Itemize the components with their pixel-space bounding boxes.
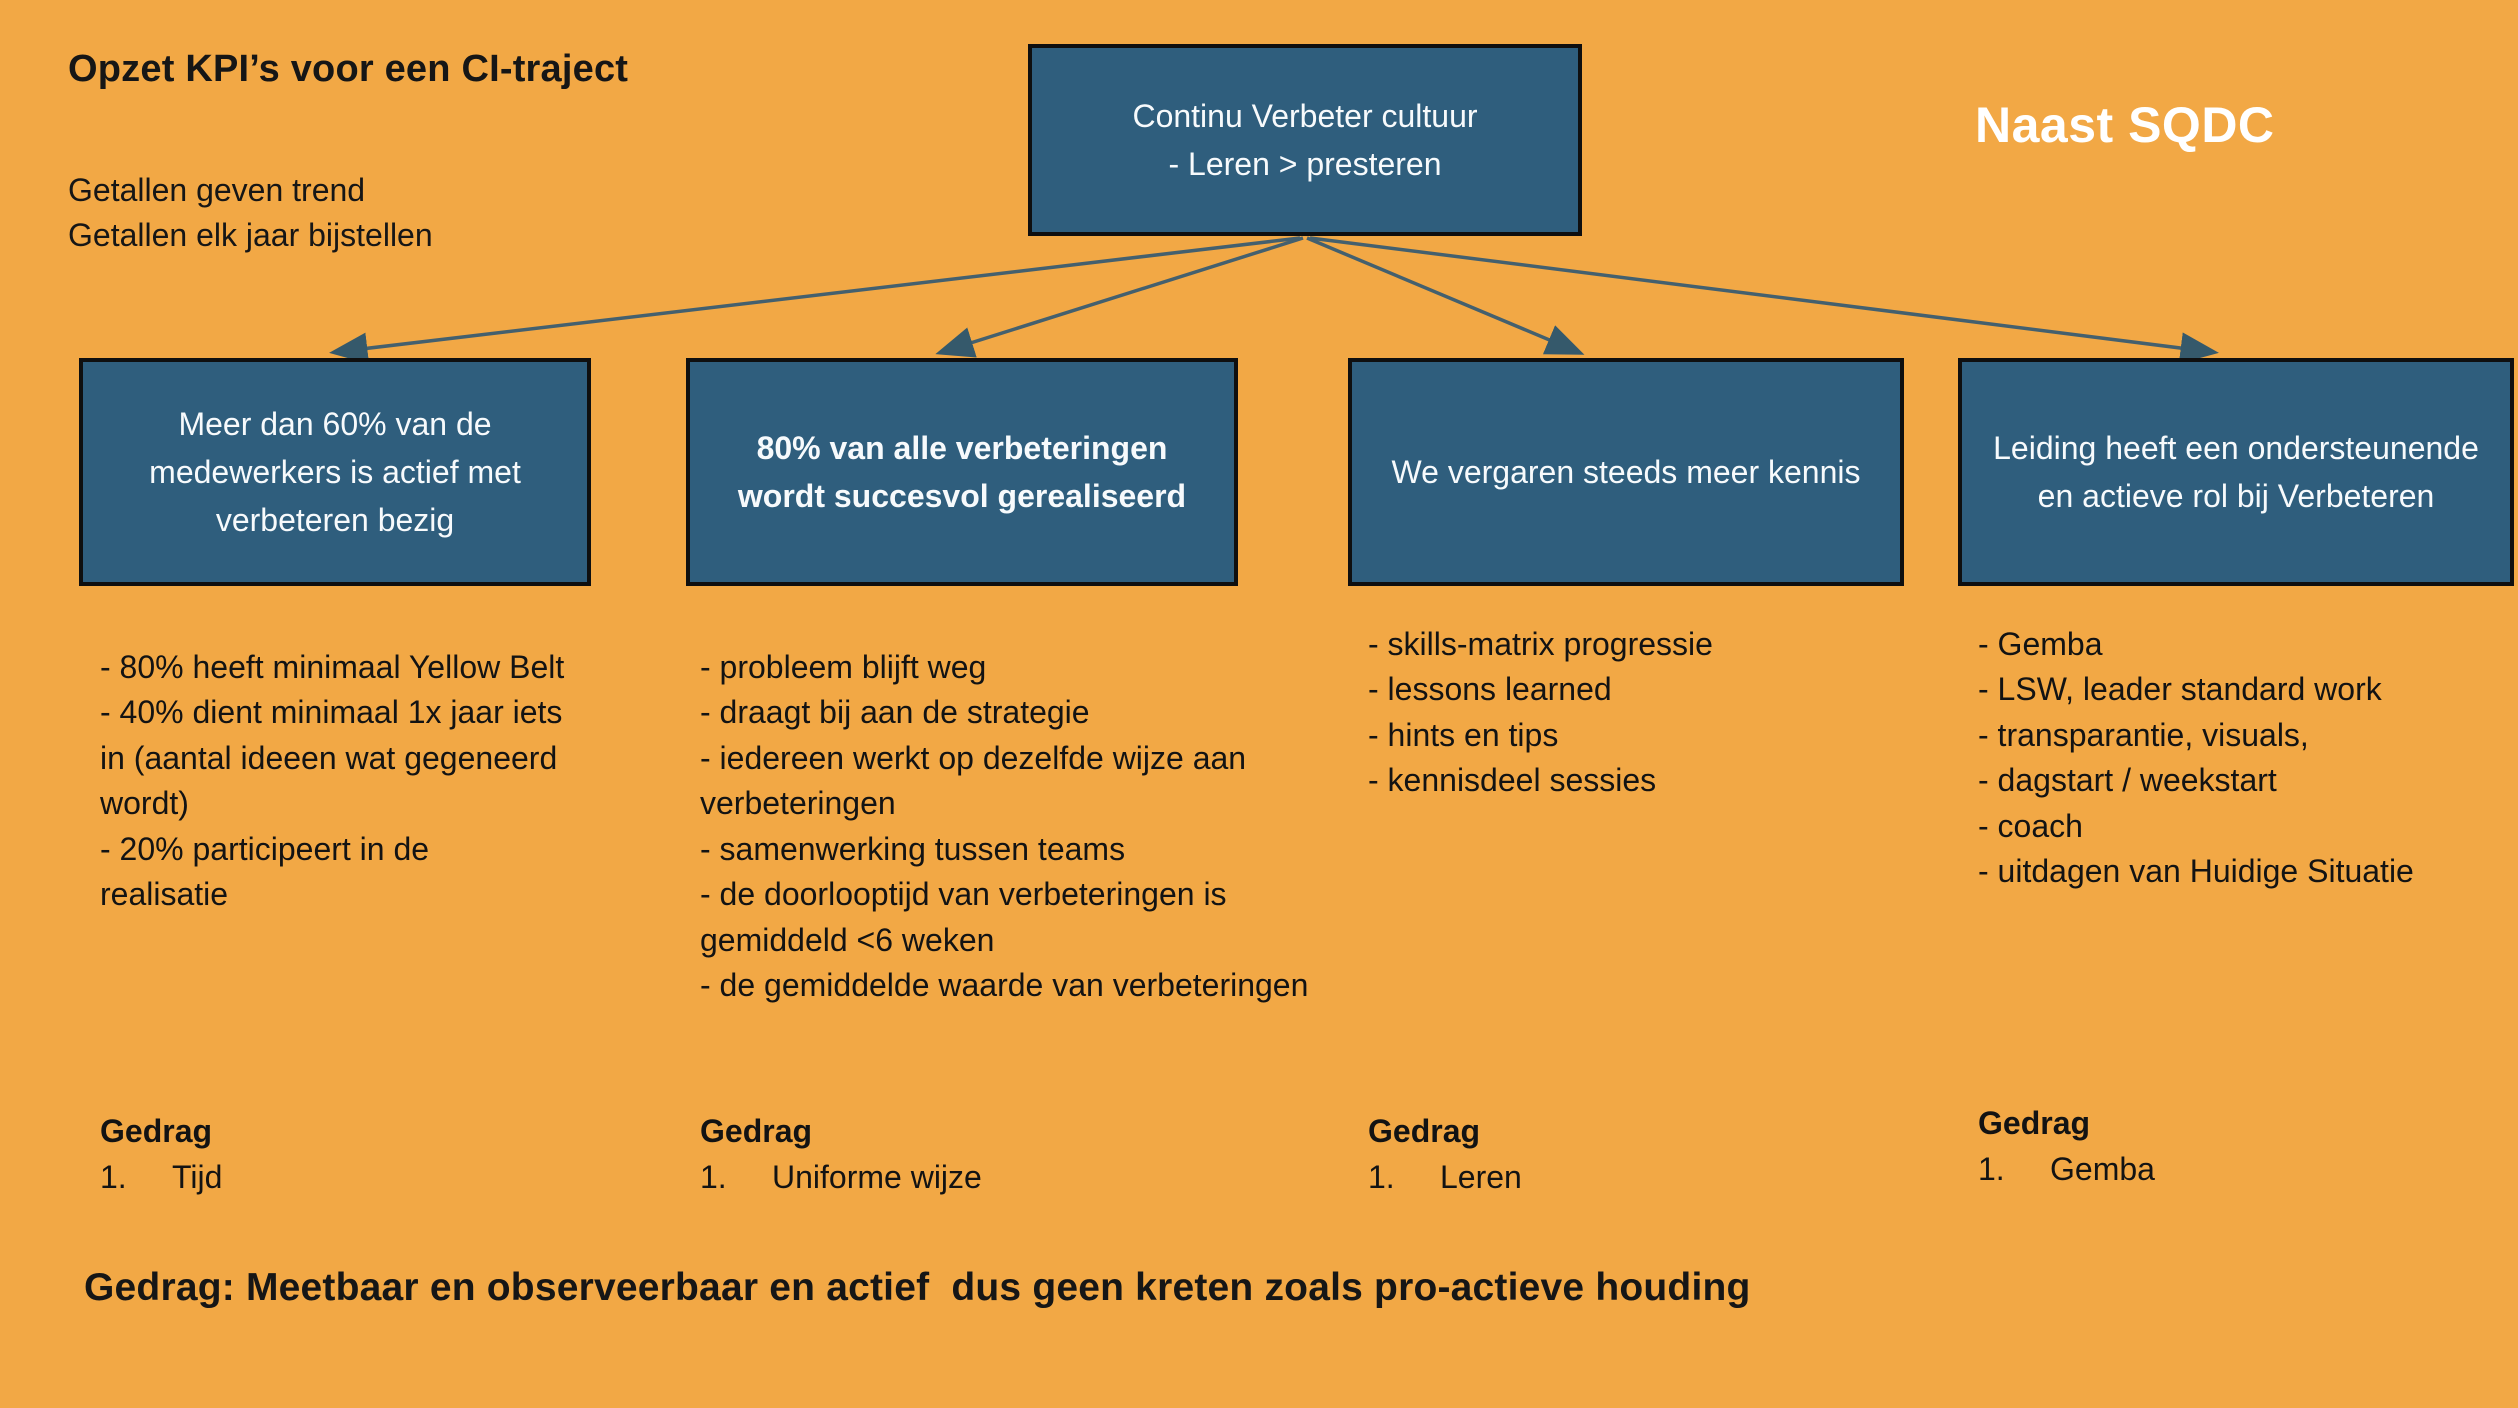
root-box-text: Continu Verbeter cultuur - Leren > prest… xyxy=(1132,92,1477,188)
arrow-to-box-2 xyxy=(935,236,1304,358)
bullet-item: - 20% participeert in de realisatie xyxy=(100,830,430,913)
bullet-item: - probleem blijft weg xyxy=(700,649,987,685)
bullet-list-3: - skills-matrix progressie - lessons lea… xyxy=(1368,622,1958,804)
kpi-box-4-label: Leiding heeft een ondersteunende en acti… xyxy=(1993,430,2479,514)
root-box-continu-verbeter-cultuur: Continu Verbeter cultuur - Leren > prest… xyxy=(1028,44,1582,236)
gedrag-item-row: 1. Leren xyxy=(1368,1154,1522,1200)
slide-subtitle: Getallen geven trend Getallen elk jaar b… xyxy=(68,168,433,258)
bullet-item: - 40% dient minimaal 1x jaar iets in (aa… xyxy=(100,694,563,822)
gedrag-block-1: Gedrag 1. Tijd xyxy=(100,1108,222,1201)
gedrag-block-3: Gedrag 1. Leren xyxy=(1368,1108,1522,1201)
gedrag-item-label: Uniforme wijze xyxy=(772,1159,982,1196)
subtitle-line-1: Getallen geven trend xyxy=(68,172,366,208)
bullet-item: - kennisdeel sessies xyxy=(1368,762,1657,799)
bullet-list-4: - Gemba - LSW, leader standard work - tr… xyxy=(1978,622,2518,895)
kpi-box-3-label: We vergaren steeds meer kennis xyxy=(1391,454,1861,490)
gedrag-block-4: Gedrag 1. Gemba xyxy=(1978,1100,2155,1193)
bullet-item: - iedereen werkt op dezelfde wijze aan v… xyxy=(700,739,1247,822)
slide-title: Opzet KPI’s voor een CI-traject xyxy=(68,48,629,90)
bullet-item: - coach xyxy=(1978,807,2083,844)
gedrag-heading: Gedrag xyxy=(1368,1113,1481,1149)
bullet-item: - draagt bij aan de strategie xyxy=(700,694,1090,731)
bullet-item: - de doorlooptijd van verbeteringen is g… xyxy=(700,876,1227,958)
kpi-box-1-label: Meer dan 60% van de medewerkers is actie… xyxy=(149,406,521,538)
bullet-list-2: - probleem blijft weg - draagt bij aan d… xyxy=(700,645,1325,1009)
gedrag-item-row: 1. Gemba xyxy=(1978,1146,2155,1192)
bullet-list-1: - 80% heeft minimaal Yellow Belt - 40% d… xyxy=(100,645,565,918)
bullet-item: - dagstart / weekstart xyxy=(1978,762,2277,799)
gedrag-item-number: 1. xyxy=(700,1159,727,1196)
gedrag-item-label: Gemba xyxy=(2050,1151,2155,1188)
gedrag-item-number: 1. xyxy=(1978,1151,2005,1188)
gedrag-heading: Gedrag xyxy=(1978,1105,2091,1141)
bullet-item: - LSW, leader standard work xyxy=(1978,671,2382,708)
gedrag-heading: Gedrag xyxy=(100,1113,213,1149)
footer-note: Gedrag: Meetbaar en observeerbaar en act… xyxy=(84,1266,1751,1309)
gedrag-item-row: 1. Uniforme wijze xyxy=(700,1154,982,1200)
bullet-item: - skills-matrix progressie xyxy=(1368,626,1713,662)
bullet-item: - hints en tips xyxy=(1368,716,1559,753)
gedrag-item-number: 1. xyxy=(1368,1159,1395,1196)
bullet-item: - Gemba xyxy=(1978,626,2103,662)
bullet-item: - lessons learned xyxy=(1368,671,1612,708)
kpi-box-2: 80% van alle verbeteringen wordt succesv… xyxy=(686,358,1238,586)
gedrag-item-number: 1. xyxy=(100,1159,127,1196)
gedrag-heading: Gedrag xyxy=(700,1113,813,1149)
subtitle-line-2: Getallen elk jaar bijstellen xyxy=(68,216,433,253)
corner-label-naast-sqdc: Naast SQDC xyxy=(1975,97,2275,153)
bullet-item: - transparantie, visuals, xyxy=(1978,716,2309,753)
gedrag-block-2: Gedrag 1. Uniforme wijze xyxy=(700,1108,982,1201)
root-box-line-2: - Leren > presteren xyxy=(1168,146,1442,182)
arrow-to-box-4 xyxy=(1309,236,2219,364)
kpi-box-3: We vergaren steeds meer kennis xyxy=(1348,358,1904,586)
bullet-item: - 80% heeft minimaal Yellow Belt xyxy=(100,649,565,685)
arrow-to-box-1 xyxy=(329,236,1301,364)
bullet-item: - de gemiddelde waarde van verbeteringen xyxy=(700,967,1309,1004)
bullet-item: - uitdagen van Huidige Situatie xyxy=(1978,853,2414,890)
gedrag-item-label: Leren xyxy=(1440,1159,1522,1196)
kpi-box-4: Leiding heeft een ondersteunende en acti… xyxy=(1958,358,2514,586)
gedrag-item-label: Tijd xyxy=(172,1159,223,1196)
bullet-item: - samenwerking tussen teams xyxy=(700,830,1126,867)
kpi-box-1: Meer dan 60% van de medewerkers is actie… xyxy=(79,358,591,586)
gedrag-item-row: 1. Tijd xyxy=(100,1154,222,1200)
root-box-line-1: Continu Verbeter cultuur xyxy=(1132,98,1478,134)
arrow-to-box-3 xyxy=(1306,236,1585,355)
kpi-box-2-label: 80% van alle verbeteringen wordt succesv… xyxy=(737,430,1187,514)
